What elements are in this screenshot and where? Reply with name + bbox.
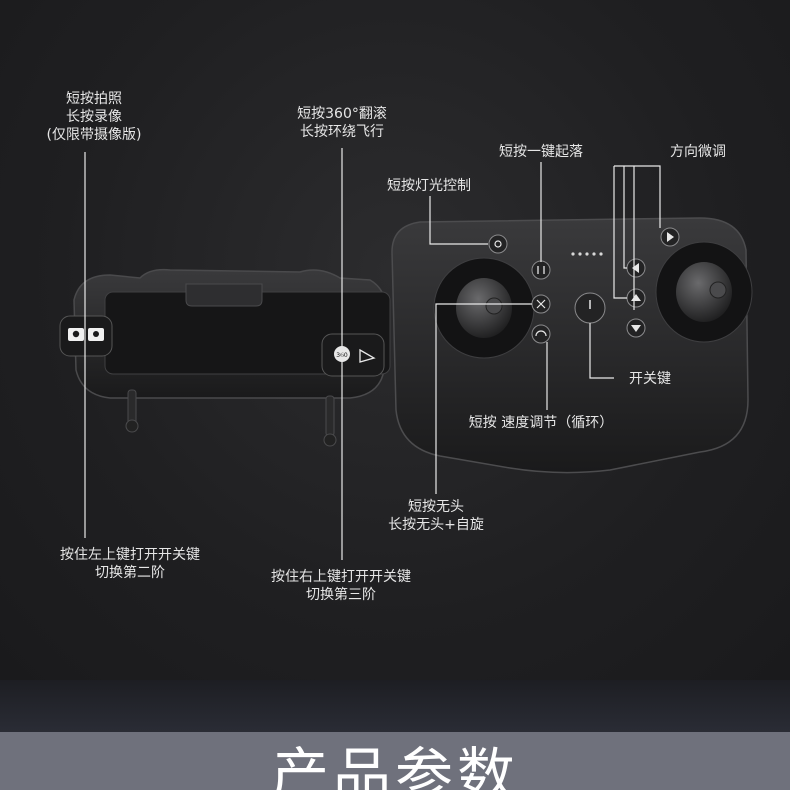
leader-lines xyxy=(84,148,661,560)
flip-label: 短按360°翻滚 长按环绕飞行 xyxy=(272,105,412,141)
light-label: 短按灯光控制 xyxy=(370,177,488,195)
flip-label-line2: 长按环绕飞行 xyxy=(300,124,384,140)
speed-button xyxy=(531,324,551,344)
left-shoulder-label-line1: 按住左上键打开开关键 xyxy=(60,547,200,563)
left-shoulder-label: 按住左上键打开开关键 切换第二阶 xyxy=(40,546,220,582)
takeoff-button xyxy=(531,260,551,280)
headless-label: 短按无头 长按无头+自旋 xyxy=(366,498,506,534)
divider-band xyxy=(0,680,790,732)
orbit-icon xyxy=(359,348,376,363)
power-label-line1: 开关键 xyxy=(629,371,671,387)
left-shoulder-label-line2: 切换第二阶 xyxy=(95,565,165,581)
photo-label-line3: (仅限带摄像版) xyxy=(46,127,142,143)
trim-label: 方向微调 xyxy=(660,143,736,161)
right-shoulder-label-line2: 切换第三阶 xyxy=(306,587,376,603)
right-joystick xyxy=(676,262,732,322)
left-joystick xyxy=(456,278,512,338)
trim-label-line1: 方向微调 xyxy=(670,144,726,160)
photo-video-label: 短按拍照 长按录像 (仅限带摄像版) xyxy=(20,90,168,144)
speed-label: 短按 速度调节（循环） xyxy=(446,414,636,432)
takeoff-label: 短按一键起落 xyxy=(478,143,604,161)
speed-label-line1: 短按 速度调节（循环） xyxy=(468,415,614,431)
right-shoulder-label-line1: 按住右上键打开开关键 xyxy=(271,569,411,585)
controller-back-view: 360 xyxy=(59,268,391,447)
battery-indicator xyxy=(571,252,603,256)
footer-banner: 产品参数 xyxy=(0,732,790,790)
headless-label-line1: 短按无头 xyxy=(408,499,464,515)
photo-label-line2: 长按录像 xyxy=(66,109,122,125)
flip-label-line1: 短按360°翻滚 xyxy=(297,106,387,122)
power-label: 开关键 xyxy=(620,370,680,388)
photo-label-line1: 短按拍照 xyxy=(66,91,122,107)
light-button xyxy=(488,234,508,254)
controller-illustration: 360 xyxy=(59,148,753,560)
footer-title: 产品参数 xyxy=(270,741,519,790)
takeoff-label-line1: 短按一键起落 xyxy=(499,144,583,160)
light-label-line1: 短按灯光控制 xyxy=(387,178,471,194)
controller-front-view xyxy=(391,217,753,474)
headless-label-line2: 长按无头+自旋 xyxy=(388,517,484,533)
right-shoulder-label: 按住右上键打开开关键 切换第三阶 xyxy=(244,568,438,604)
